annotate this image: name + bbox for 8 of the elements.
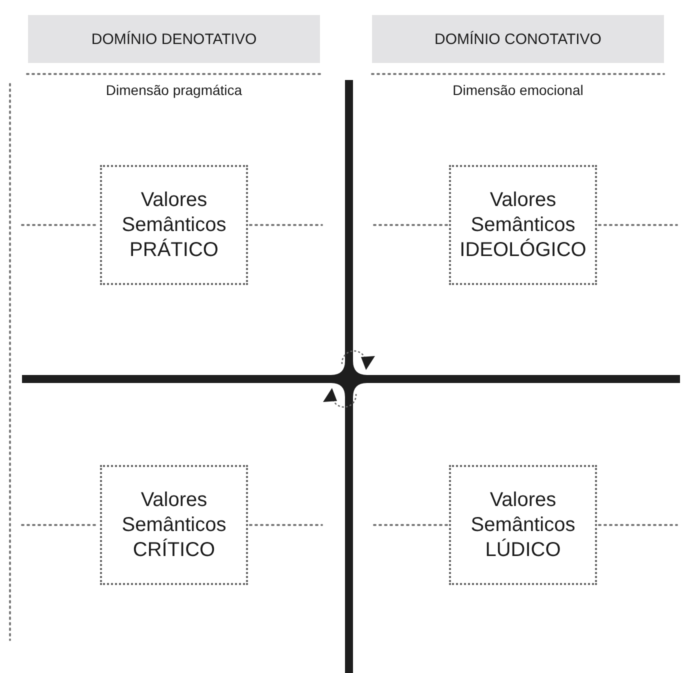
value-box: Valores Semânticos IDEOLÓGICO (449, 165, 597, 285)
domain-header: DOMÍNIO DENOTATIVO (28, 15, 320, 63)
domain-header: DOMÍNIO CONOTATIVO (372, 15, 664, 63)
dimension-label: Dimensão pragmática (104, 82, 244, 98)
dimension-label: Dimensão emocional (452, 82, 584, 98)
value-box: Valores Semânticos LÚDICO (449, 465, 597, 585)
value-box: Valores Semânticos PRÁTICO (100, 165, 248, 285)
value-box: Valores Semânticos CRÍTICO (100, 465, 248, 585)
